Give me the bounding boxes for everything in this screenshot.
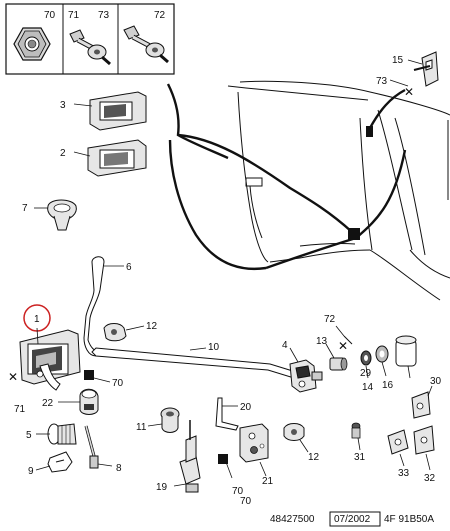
callout-1: 1 (34, 314, 40, 325)
footer-ref: 48427500 (270, 514, 315, 525)
part-22-retainer (58, 388, 99, 415)
callout-31: 31 (354, 452, 366, 463)
cross-marker: ✕ (338, 339, 348, 353)
part-70-clip (218, 454, 228, 464)
callout-3: 3 (60, 100, 66, 111)
callout-14: 14 (362, 382, 374, 393)
part-33-bracket (387, 429, 409, 467)
callout-9: 9 (28, 466, 34, 477)
part-12-clip-lower (283, 423, 309, 453)
callout-71: 71 (14, 404, 26, 415)
van-body-outline (227, 80, 450, 301)
callout-12-upper: 12 (146, 321, 158, 332)
part-19-lock-actuator (173, 420, 201, 493)
hex-nut-icon (13, 27, 51, 61)
footer-codes: 48427500 07/2002 4F 91B50A (270, 511, 434, 527)
callout-numbers: 1 2 3 4 5 6 7 8 9 10 11 12 12 13 14 15 1… (14, 55, 442, 507)
callout-10: 10 (208, 342, 220, 353)
part-21-latch-plate (239, 423, 269, 477)
part-30-bracket (411, 385, 433, 419)
callout-15: 15 (392, 55, 404, 66)
part-8-cable-end (84, 425, 113, 469)
callout-22: 22 (42, 398, 54, 409)
callout-70-b: 70 (232, 486, 244, 497)
part-3-inner-handle (73, 91, 147, 131)
callout-2: 2 (60, 148, 66, 159)
part-70-clip (84, 370, 94, 380)
cable-clip (366, 126, 373, 137)
part-13-cylinder (325, 343, 348, 371)
part-15-bracket (407, 51, 439, 87)
callout-70-a: 70 (112, 378, 124, 389)
part-2-inner-handle (73, 139, 147, 177)
screw-washer-icon (69, 29, 111, 66)
cross-marker: ✕ (404, 85, 414, 99)
part-14-ring (360, 350, 372, 379)
callout-6: 6 (126, 262, 132, 273)
cross-marker: ✕ (8, 370, 18, 384)
callout-5: 5 (26, 430, 32, 441)
callout-16: 16 (382, 380, 394, 391)
part-12-clip-upper (103, 323, 145, 342)
callout-8: 8 (116, 463, 122, 474)
flange-bolt-icon (123, 25, 169, 64)
callout-29: 29 (360, 368, 372, 379)
part-29-screw (351, 422, 361, 451)
lock-barrel (395, 335, 417, 379)
callout-32: 32 (424, 473, 436, 484)
part-1-handle-assembly (19, 329, 81, 391)
legend-label-70: 70 (44, 10, 56, 21)
callout-33: 33 (398, 468, 410, 479)
callout-21: 21 (262, 476, 274, 487)
callout-70-c: 70 (240, 496, 252, 507)
part-70-clip (88, 372, 90, 374)
callout-20: 20 (240, 402, 252, 413)
cable-clip (348, 228, 360, 240)
footer-code: 4F 91B50A (384, 514, 434, 525)
callout-7: 7 (22, 203, 28, 214)
callout-13: 13 (316, 336, 328, 347)
callout-72: 72 (324, 314, 336, 325)
part-4-lock-mechanism (289, 347, 323, 393)
part-9-clip (35, 451, 73, 473)
callout-4: 4 (282, 340, 288, 351)
fastener-legend: 70 71 73 72 (5, 3, 175, 75)
legend-label-71: 71 (68, 10, 80, 21)
part-11-bushing (147, 407, 180, 433)
callout-11: 11 (136, 422, 147, 433)
part-73-screw (389, 79, 409, 87)
callout-73: 73 (376, 76, 388, 87)
part-6-control-rod (83, 256, 124, 357)
legend-label-72: 72 (154, 10, 166, 21)
legend-label-73: 73 (98, 10, 110, 21)
callout-30: 30 (430, 376, 442, 387)
part-32-bracket (413, 425, 435, 471)
part-16-ring (375, 345, 389, 377)
callout-19: 19 (156, 482, 168, 493)
part-7-clip (34, 199, 77, 231)
part-5-stud (36, 423, 77, 445)
part-10-link-rod (91, 347, 297, 379)
part-72-bolt (335, 325, 353, 345)
part-20-bent-rod (215, 397, 239, 431)
callout-12-lower: 12 (308, 452, 320, 463)
footer-date: 07/2002 (334, 514, 371, 525)
door-cables (166, 83, 407, 270)
